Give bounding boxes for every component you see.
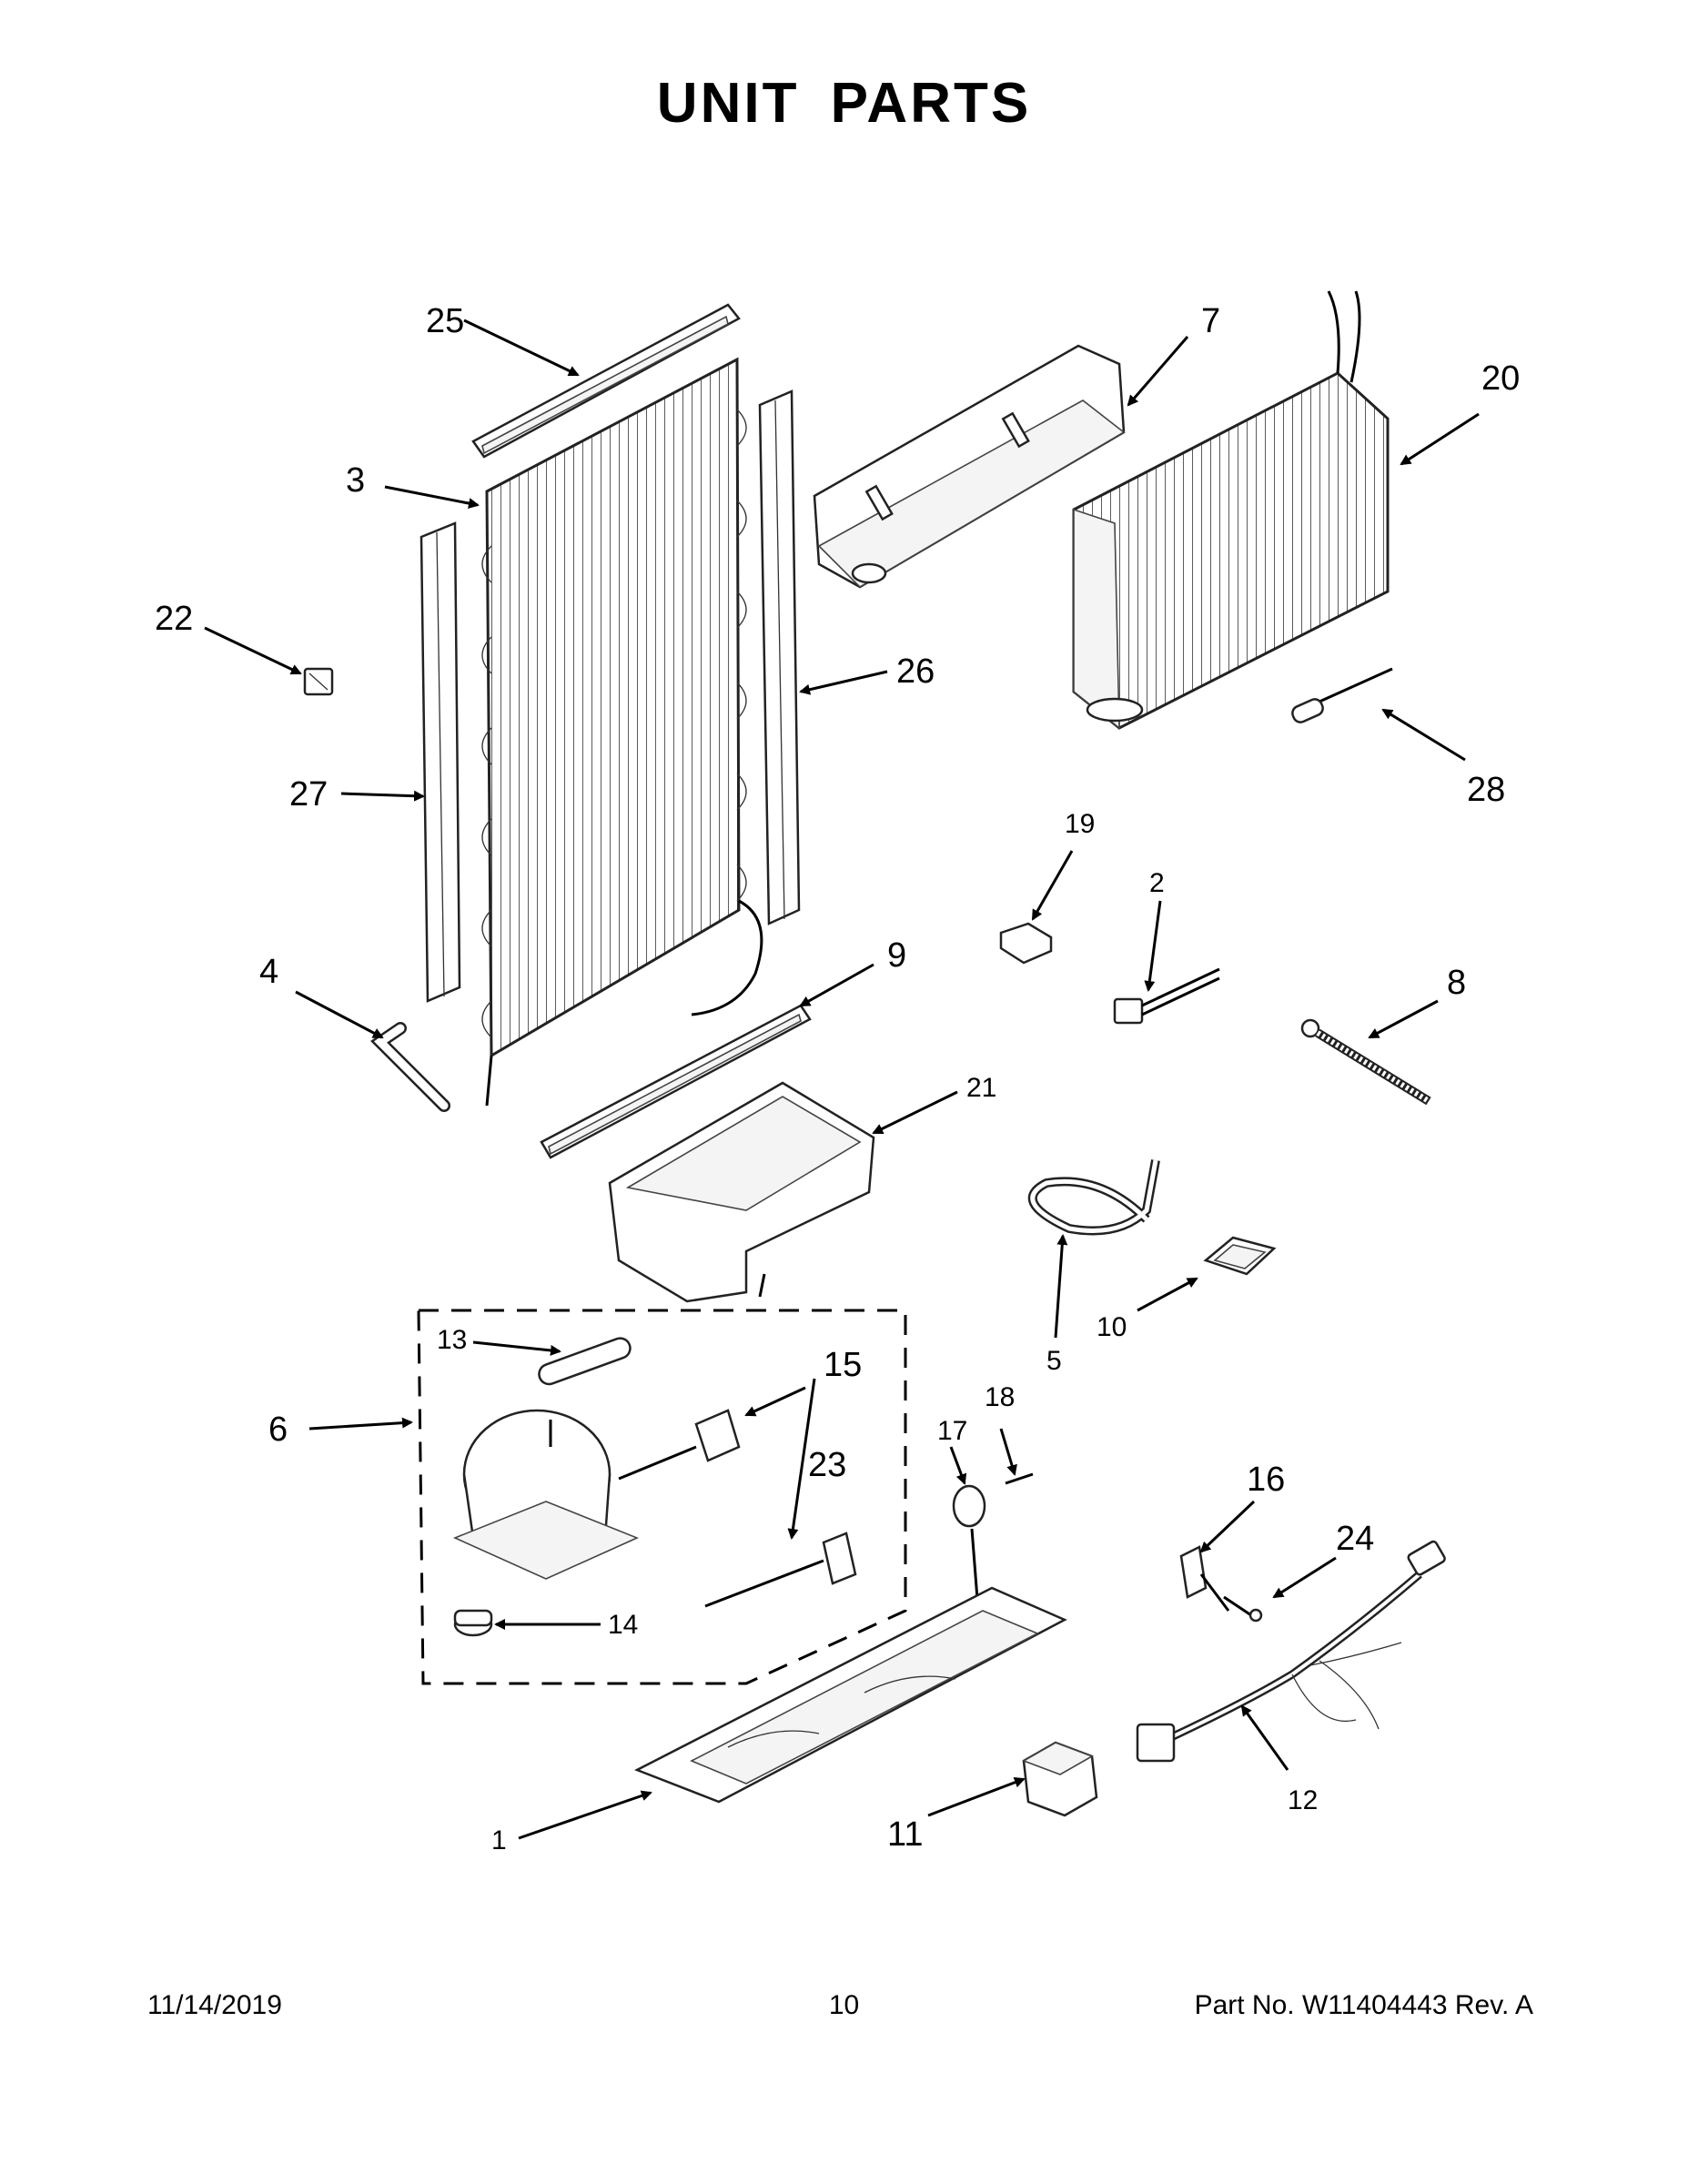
part-12-wire-harness <box>1136 1540 1446 1763</box>
part-7-drain-trough <box>813 344 1126 589</box>
callout-23: 23 <box>808 1446 846 1484</box>
callout-5: 5 <box>1046 1346 1062 1376</box>
callout-20: 20 <box>1481 359 1520 398</box>
callout-7: 7 <box>1201 302 1220 340</box>
callout-21: 21 <box>966 1073 996 1103</box>
part-22-clip <box>303 667 334 696</box>
callout-16: 16 <box>1247 1461 1285 1499</box>
part-5-tube <box>1027 1159 1160 1236</box>
part-27-left-rail <box>419 521 461 1003</box>
callout-4: 4 <box>259 953 278 991</box>
callout-15: 15 <box>824 1346 862 1384</box>
callout-27: 27 <box>289 775 328 814</box>
part-11-control-module <box>1022 1741 1098 1817</box>
page-title: UNIT PARTS <box>656 72 1032 135</box>
part-20-evaporator <box>1072 290 1390 730</box>
part-8-heater-rod <box>1300 1018 1431 1106</box>
part-6-compressor-assembly <box>417 1309 907 1685</box>
part-13-filter-drier <box>538 1337 632 1386</box>
leader-lines <box>204 318 1480 1840</box>
part-3-condenser-coil <box>481 357 763 1107</box>
part-28-thermistor <box>1291 667 1393 723</box>
callout-8: 8 <box>1447 964 1466 1002</box>
part-19-block <box>999 922 1053 965</box>
part-15-relay <box>618 1409 741 1481</box>
part-14-grommet <box>453 1609 493 1637</box>
callout-22: 22 <box>155 600 193 638</box>
part-16-bracket <box>1179 1545 1230 1612</box>
footer-part-number: Part No. W11404443 Rev. A <box>1194 1990 1533 2020</box>
callout-17: 17 <box>937 1416 967 1446</box>
callout-12: 12 <box>1288 1785 1318 1815</box>
part-9-bottom-bracket <box>540 1004 812 1159</box>
callout-9: 9 <box>887 936 906 975</box>
callout-11: 11 <box>887 1815 923 1854</box>
part-17-damper <box>952 1484 986 1612</box>
part-1-base-plate <box>633 1586 1067 1804</box>
callout-25: 25 <box>426 302 464 340</box>
part-2-clamp <box>1113 967 1220 1025</box>
part-21-drain-pan <box>608 1081 875 1303</box>
part-25-top-bracket <box>471 303 741 459</box>
part-23-overload <box>704 1532 857 1608</box>
footer-date: 11/14/2019 <box>147 1990 282 2020</box>
part-24-screw <box>1223 1595 1263 1623</box>
callout-14: 14 <box>608 1610 638 1640</box>
callout-labels: 25 3 7 20 22 26 27 28 19 2 4 9 8 21 5 10… <box>155 302 1520 1855</box>
callout-1: 1 <box>491 1825 507 1855</box>
callout-2: 2 <box>1149 868 1165 898</box>
callout-6: 6 <box>268 1410 288 1449</box>
callout-3: 3 <box>346 461 365 500</box>
callout-24: 24 <box>1336 1520 1374 1558</box>
part-26-right-rail <box>758 389 801 925</box>
callout-19: 19 <box>1065 809 1095 839</box>
callout-28: 28 <box>1467 771 1505 809</box>
part-10-pad <box>1203 1236 1277 1276</box>
callout-10: 10 <box>1097 1312 1127 1342</box>
callout-13: 13 <box>437 1325 467 1355</box>
part-18-bolt <box>1005 1472 1034 1485</box>
footer-page-number: 10 <box>828 1990 860 2020</box>
callout-18: 18 <box>985 1382 1015 1412</box>
callout-26: 26 <box>896 652 935 691</box>
part-4-drain-tube <box>370 1022 450 1112</box>
